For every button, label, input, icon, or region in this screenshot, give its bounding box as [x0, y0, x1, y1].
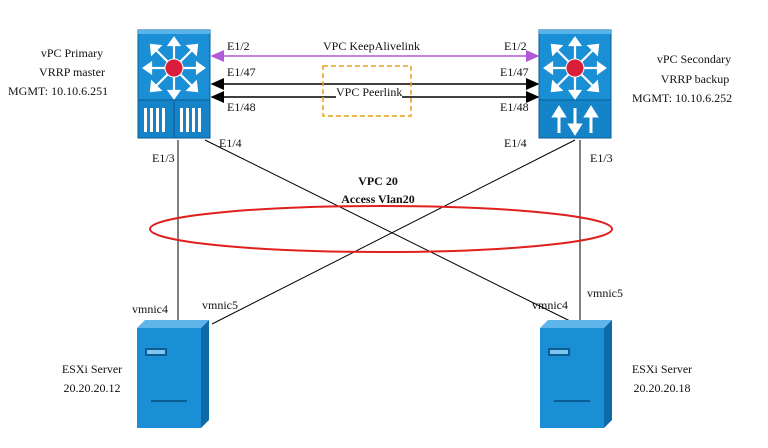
vpc-title: VPC 20	[358, 174, 398, 188]
link-secondary-e1-4	[211, 139, 576, 325]
left-server-nic-b: vmnic5	[202, 298, 238, 312]
left-server-ip: 20.20.20.12	[63, 381, 121, 395]
secondary-name: vPC Secondary	[656, 52, 732, 66]
server-icon	[137, 320, 209, 428]
secondary-port-e1-2: E1/2	[504, 39, 527, 53]
link-primary-e1-4	[204, 139, 573, 323]
secondary-role: VRRP backup	[660, 72, 730, 86]
vpc-ellipse	[149, 205, 613, 253]
peerlink-box	[322, 65, 412, 117]
secondary-port-e1-3: E1/3	[590, 151, 613, 165]
right-server-nic-b: vmnic5	[587, 286, 623, 300]
secondary-port-e1-48: E1/48	[500, 100, 529, 114]
switch-icon	[137, 29, 211, 139]
left-server-name: ESXi Server	[61, 362, 123, 376]
primary-port-e1-3: E1/3	[152, 151, 175, 165]
right-server-name: ESXi Server	[631, 362, 693, 376]
right-server-ip: 20.20.20.18	[633, 381, 691, 395]
primary-port-e1-48: E1/48	[227, 100, 256, 114]
server-icon	[540, 320, 612, 428]
secondary-mgmt: MGMT: 10.10.6.252	[632, 91, 733, 105]
peerlink-label: VPC Peerlink	[336, 85, 403, 99]
primary-port-e1-47: E1/47	[227, 65, 256, 79]
secondary-port-e1-4: E1/4	[504, 136, 527, 150]
keepalive-label: VPC KeepAlivelink	[323, 39, 420, 53]
primary-port-e1-2: E1/2	[227, 39, 250, 53]
vpc-vlan: Access Vlan20	[341, 192, 415, 206]
primary-port-e1-4: E1/4	[219, 136, 242, 150]
secondary-port-e1-47: E1/47	[500, 65, 529, 79]
primary-name: vPC Primary	[40, 46, 104, 60]
right-server-nic-a: vmnic4	[532, 298, 568, 312]
primary-mgmt: MGMT: 10.10.6.251	[8, 84, 109, 98]
switch-icon	[538, 29, 612, 139]
primary-role: VRRP master	[39, 65, 105, 79]
left-server-nic-a: vmnic4	[132, 302, 168, 316]
